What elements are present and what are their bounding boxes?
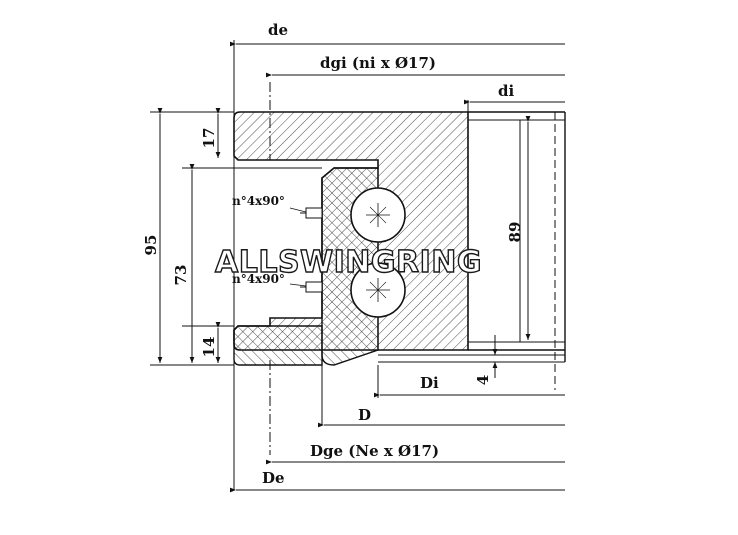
leader-bottom bbox=[289, 283, 307, 287]
label-D: D bbox=[358, 406, 371, 424]
centerlines bbox=[233, 40, 521, 490]
ball-lower bbox=[350, 262, 406, 318]
label-De: De bbox=[262, 469, 285, 487]
label-14: 14 bbox=[200, 337, 218, 358]
vertical-dimensions bbox=[150, 108, 531, 378]
label-dgi: dgi (ni x Ø17) bbox=[320, 54, 436, 72]
grease-nipple-upper bbox=[300, 207, 323, 219]
label-n-top: n°4x90° bbox=[232, 194, 285, 208]
label-73: 73 bbox=[172, 265, 190, 286]
label-4: 4 bbox=[474, 375, 492, 385]
inner-gear-outline bbox=[378, 111, 566, 390]
grease-nipple-lower bbox=[300, 281, 323, 293]
label-17: 17 bbox=[200, 128, 218, 149]
watermark-logo: ALLSWINGRING bbox=[215, 245, 482, 280]
label-89: 89 bbox=[506, 222, 524, 243]
horizontal-dimensions bbox=[230, 41, 565, 493]
inner-ring-flange bbox=[233, 325, 323, 366]
label-n-bottom: n°4x90° bbox=[232, 272, 285, 286]
ball-upper bbox=[350, 187, 406, 243]
leader-top bbox=[289, 207, 307, 213]
label-Dge: Dge (Ne x Ø17) bbox=[310, 442, 439, 460]
label-95: 95 bbox=[142, 235, 160, 256]
label-de: de bbox=[268, 21, 288, 39]
label-Di: Di bbox=[420, 374, 439, 392]
label-di: di bbox=[498, 82, 514, 100]
